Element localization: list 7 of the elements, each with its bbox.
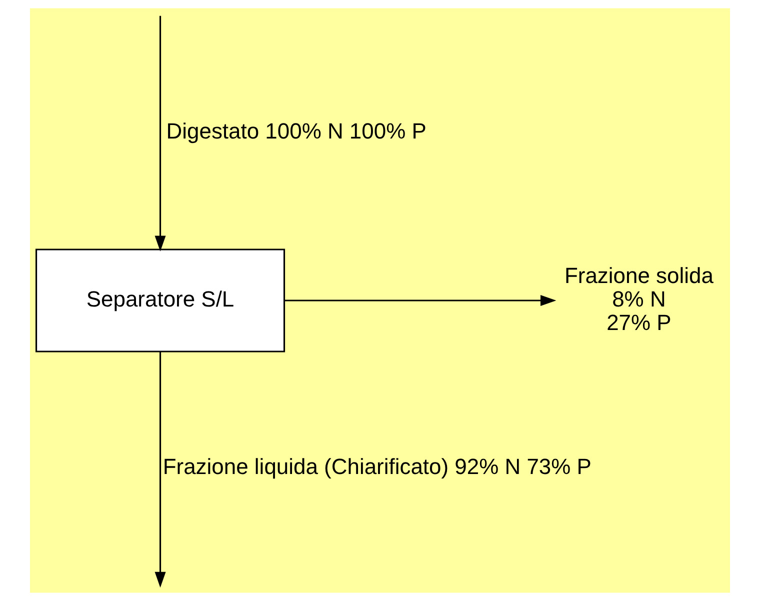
- arrow: [154, 352, 166, 588]
- arrow: [154, 16, 166, 252]
- edge-label: Frazione liquida (Chiarificato) 92% N 73% P: [162, 454, 591, 480]
- node-box: Separatore S/L: [35, 248, 285, 352]
- node-text: Frazione solida 8% N 27% P: [564, 262, 713, 335]
- edge-label: Digestato 100% N 100% P: [166, 118, 426, 144]
- arrow: [284, 295, 556, 306]
